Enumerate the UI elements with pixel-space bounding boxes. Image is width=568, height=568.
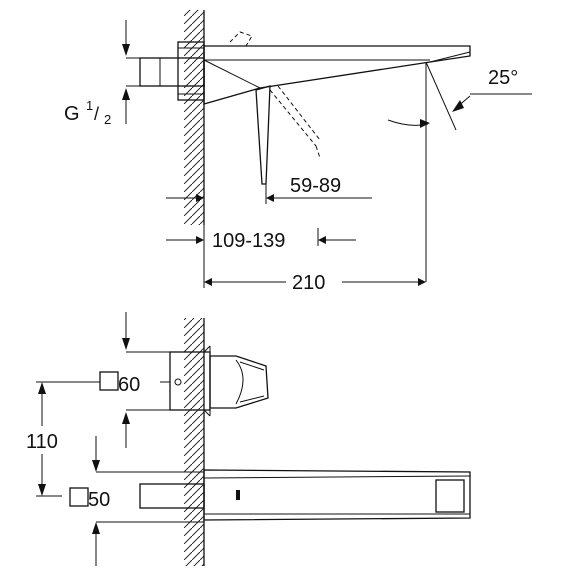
spout-outlet (435, 479, 465, 513)
thread-label-numerator: 1 (86, 98, 93, 113)
square-symbol-icon (99, 371, 119, 391)
vertical-spacing-dimension: 110 (26, 381, 100, 497)
lever-handle (255, 85, 271, 185)
wall-depth-dimension: 109-139 (166, 228, 356, 252)
front-view: 60 110 (26, 312, 471, 566)
dim-projection-label: 59-89 (290, 175, 341, 197)
total-length-dimension: 210 (203, 225, 426, 294)
thread-label-main: G (64, 103, 80, 125)
lever-alt-position (229, 31, 321, 159)
mixer-valve (160, 345, 269, 417)
spout-size: 50 (69, 436, 204, 566)
angle-label: 25° (488, 67, 518, 89)
spout-side-profile (203, 45, 471, 105)
square-symbol-icon (69, 487, 89, 507)
angle-dimension: 25° (387, 61, 532, 282)
dim-wall-depth-label: 109-139 (212, 230, 285, 252)
thread-label: G 1 / 2 (64, 98, 111, 127)
spout-size-label: 50 (88, 489, 110, 511)
thread-label-denominator: 2 (104, 112, 111, 127)
thread-dimension (122, 20, 140, 124)
spout-front-view (139, 469, 471, 521)
dim-vertical-spacing-label: 110 (26, 431, 58, 453)
spout-logo-mark (236, 490, 240, 500)
wall-section-bottom (184, 318, 205, 566)
thread-label-slash: / (94, 104, 99, 124)
rosette-size-label: 60 (118, 374, 140, 396)
rosette-size: 60 (99, 312, 170, 448)
projection-dimension: 59-89 (166, 175, 372, 204)
side-view: G 1 / 2 25° 59-89 (64, 10, 532, 294)
dim-total-length-label: 210 (292, 272, 325, 294)
